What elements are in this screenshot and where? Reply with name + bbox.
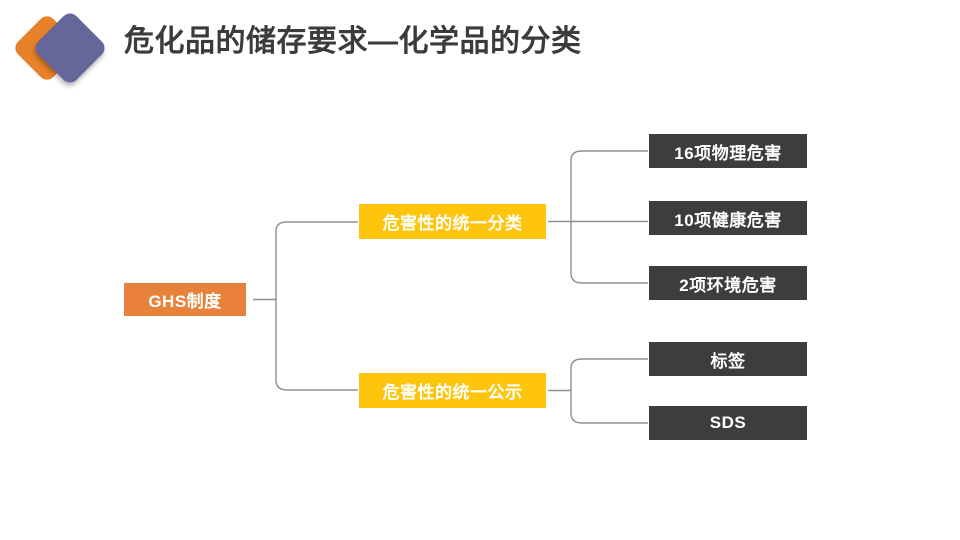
node-sds[interactable]: SDS <box>649 406 807 440</box>
node-ghs-system[interactable]: GHS制度 <box>124 283 246 316</box>
connector-root-to-mid-2 <box>275 299 358 391</box>
node-label[interactable]: 标签 <box>649 342 807 376</box>
connector-root-to-mid-1 <box>275 221 358 300</box>
node-physical-hazards[interactable]: 16项物理危害 <box>649 134 807 168</box>
connector-mid-1-to-leaf-3 <box>570 221 648 284</box>
node-unified-communication[interactable]: 危害性的统一公示 <box>359 373 546 408</box>
connector-mid-2-to-leaf-4 <box>570 358 648 391</box>
connector-mid-2-to-leaf-5 <box>570 390 648 424</box>
connector-mid-1-to-leaf-1 <box>570 150 648 222</box>
node-environmental-hazards[interactable]: 2项环境危害 <box>649 266 807 300</box>
page-title: 危化品的储存要求—化学品的分类 <box>124 25 582 58</box>
node-unified-classification[interactable]: 危害性的统一分类 <box>359 204 546 239</box>
logo <box>11 6 110 88</box>
node-health-hazards[interactable]: 10项健康危害 <box>649 201 807 235</box>
